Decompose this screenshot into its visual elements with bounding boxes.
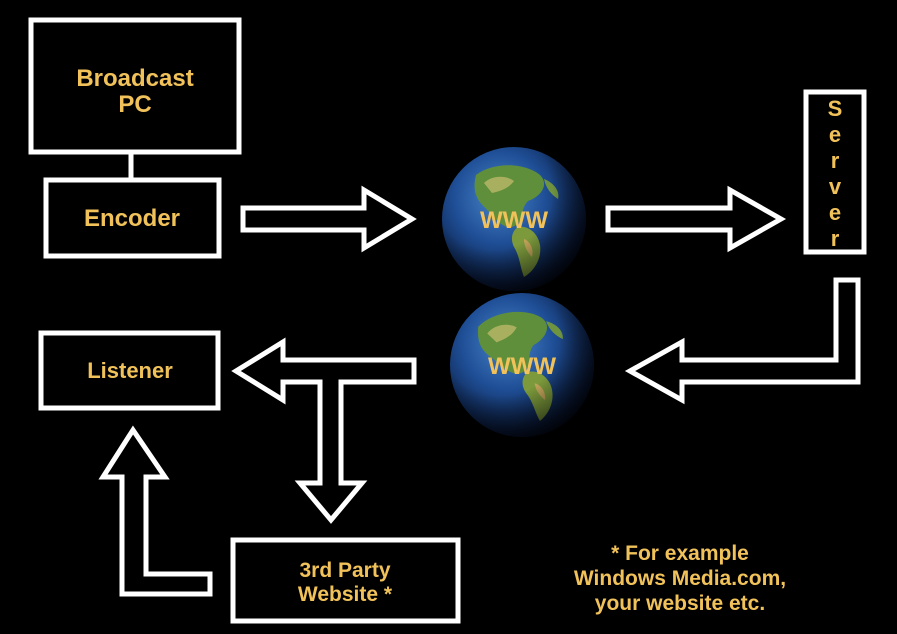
third-party-website-box: 3rd Party Website * (230, 537, 461, 624)
globe-www-bottom: WWW (450, 293, 594, 437)
broadcast-pc-label-line1: Broadcast (76, 65, 193, 92)
server-letter-5: e (829, 200, 841, 225)
globe-www-top: WWW (442, 147, 586, 291)
broadcast-pc-label-line2: PC (118, 91, 151, 118)
arrow-third-party-to-listener (98, 425, 213, 597)
arrow-server-to-www (624, 277, 861, 405)
broadcast-pc-box: Broadcast PC (28, 17, 242, 155)
server-letter-6: r (831, 226, 840, 251)
server-box: S e r v e r (803, 89, 867, 255)
listener-label: Listener (87, 358, 173, 383)
third-party-label-line1: 3rd Party (299, 559, 390, 582)
footnote-line1: * For example (611, 542, 749, 565)
server-letter-1: S (828, 96, 843, 121)
www-label-top: WWW (480, 207, 548, 234)
arrow-www-to-server (605, 185, 787, 253)
server-letter-3: r (831, 148, 840, 173)
server-letter-2: e (829, 122, 841, 147)
footnote: * For example Windows Media.com, your we… (574, 542, 786, 615)
encoder-box: Encoder (43, 177, 222, 259)
footnote-line2: Windows Media.com, (574, 567, 786, 590)
arrow-encoder-to-www (240, 185, 417, 253)
server-letter-4: v (829, 174, 842, 199)
www-label-bottom: WWW (488, 353, 556, 380)
arrow-www-to-listener-and-third-party (231, 337, 417, 524)
encoder-label: Encoder (84, 205, 180, 232)
listener-box: Listener (38, 330, 221, 411)
third-party-label-line2: Website * (298, 583, 393, 606)
footnote-line3: your website etc. (595, 592, 765, 615)
